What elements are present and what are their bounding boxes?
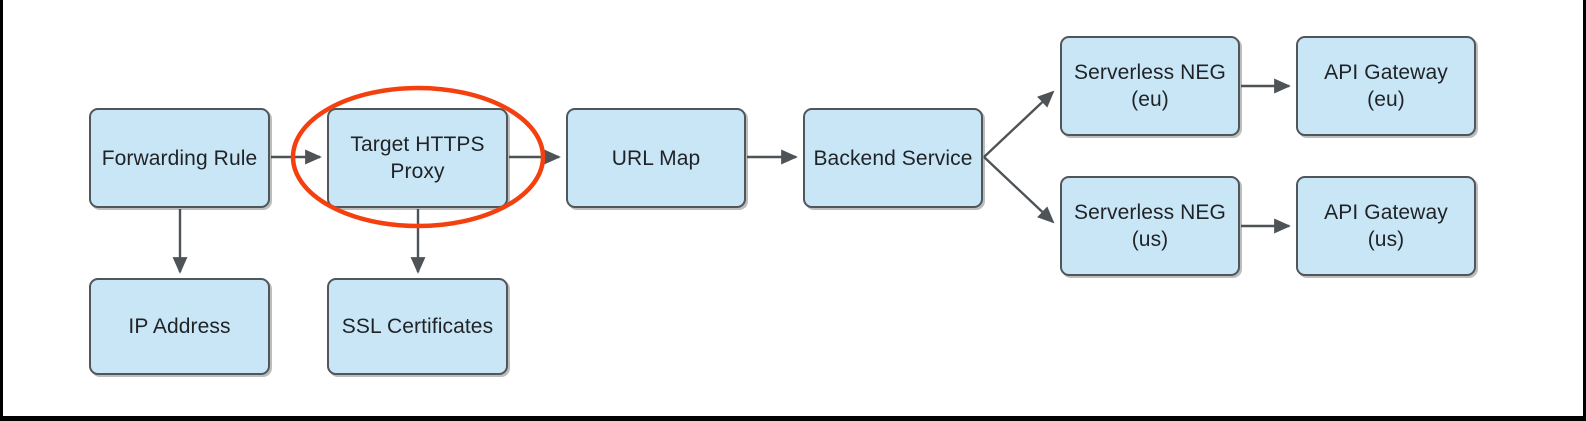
node-api-gateway-eu[interactable]: API Gateway (eu) xyxy=(1296,36,1476,136)
node-ip-address[interactable]: IP Address xyxy=(89,278,270,375)
edge-backend-service-to-serverless-neg-eu xyxy=(983,90,1055,158)
node-url-map[interactable]: URL Map xyxy=(566,108,746,208)
node-label: Forwarding Rule xyxy=(101,146,258,170)
node-label: API Gateway (us) xyxy=(1324,201,1448,251)
node-label: IP Address xyxy=(128,315,231,338)
node-backend-service[interactable]: Backend Service xyxy=(803,108,983,208)
node-ssl-certificates[interactable]: SSL Certificates xyxy=(327,278,508,375)
node-serverless-neg-eu[interactable]: Serverless NEG (eu) xyxy=(1060,36,1240,136)
node-target-https-proxy[interactable]: Target HTTPS Proxy xyxy=(327,108,508,208)
edge-backend-service-to-serverless-neg-us xyxy=(983,156,1055,224)
page-edge-left xyxy=(0,0,3,421)
node-label: SSL Certificates xyxy=(341,315,494,338)
node-serverless-neg-us[interactable]: Serverless NEG (us) xyxy=(1060,176,1240,276)
node-label: URL Map xyxy=(611,146,701,170)
page-edge-right xyxy=(1583,0,1586,421)
node-label: Backend Service xyxy=(813,146,973,170)
node-forwarding-rule[interactable]: Forwarding Rule xyxy=(89,108,270,208)
node-api-gateway-us[interactable]: API Gateway (us) xyxy=(1296,176,1476,276)
node-label: Serverless NEG (eu) xyxy=(1074,61,1226,111)
node-label: Target HTTPS Proxy xyxy=(350,133,485,183)
node-label: API Gateway (eu) xyxy=(1324,61,1448,111)
page-edge-bottom xyxy=(0,416,1586,421)
node-label: Serverless NEG (us) xyxy=(1074,201,1226,251)
